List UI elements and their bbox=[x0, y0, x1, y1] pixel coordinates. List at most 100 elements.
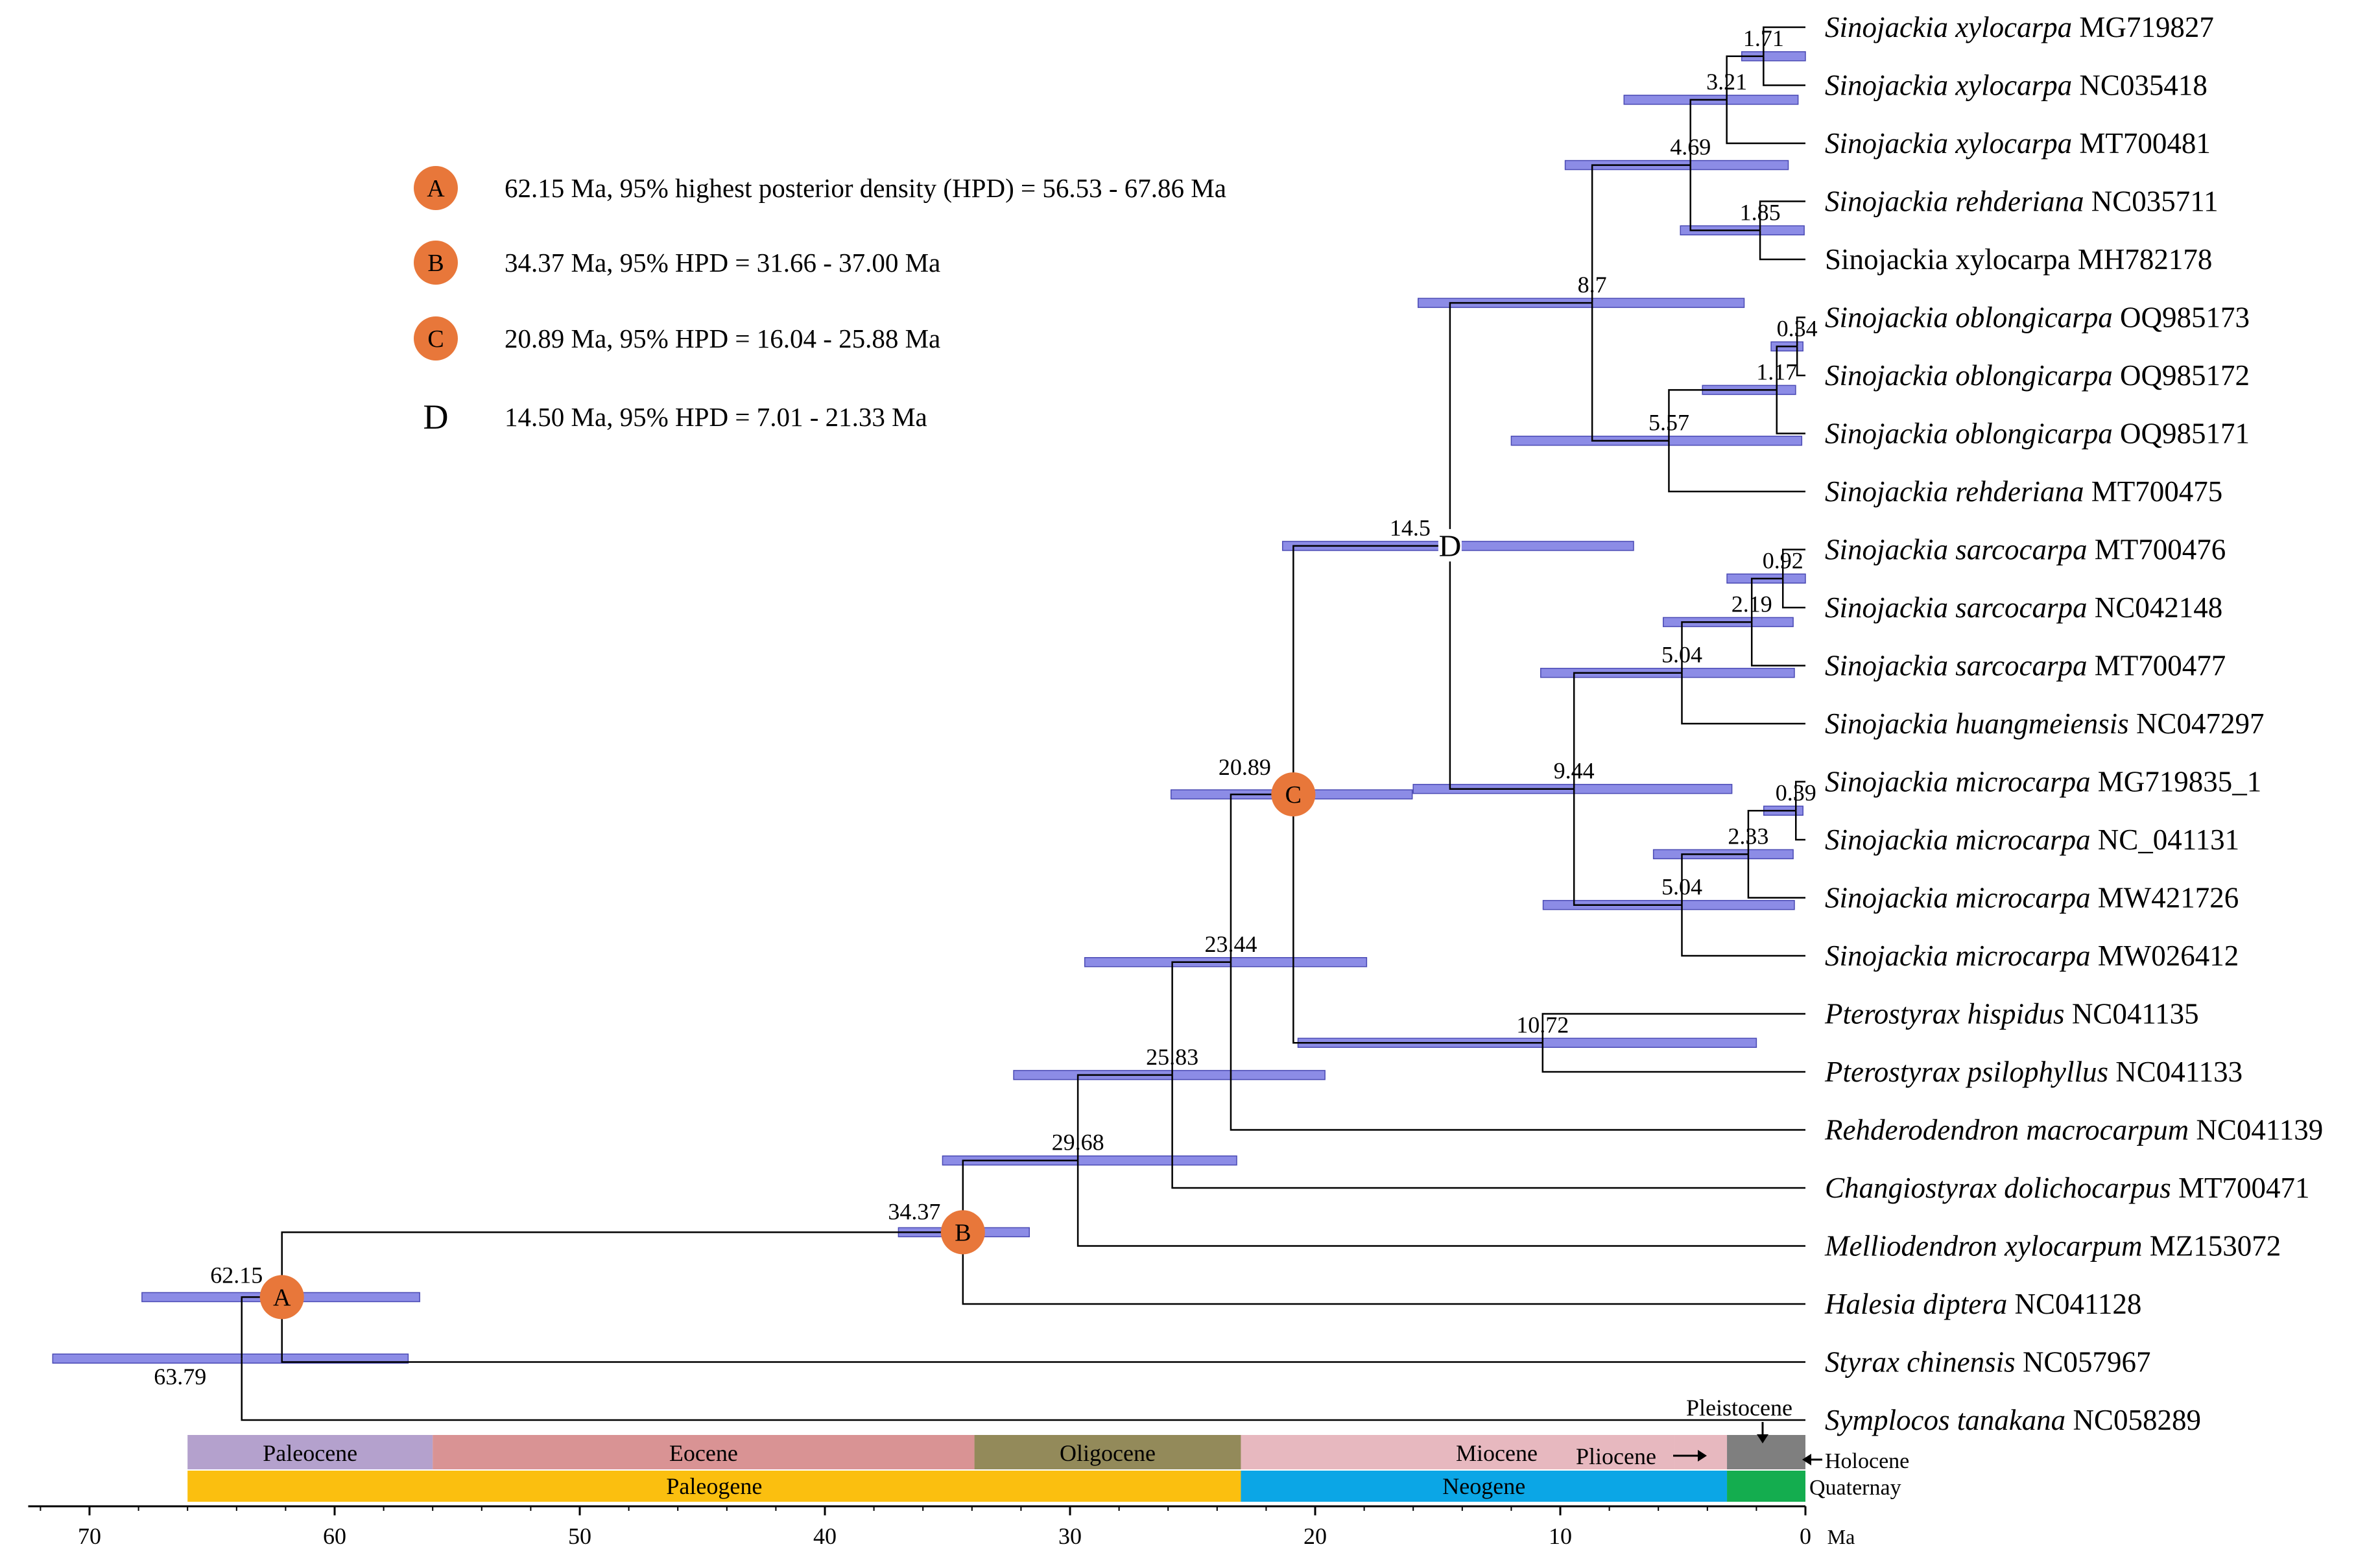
period-label: Paleogene bbox=[666, 1473, 762, 1499]
period-band bbox=[187, 1471, 1241, 1502]
tip-accession: NC058289 bbox=[2065, 1404, 2201, 1436]
tip-label: Sinojackia microcarpa MW026412 bbox=[1825, 940, 2239, 972]
node-age-label: 23.44 bbox=[1204, 931, 1257, 957]
tip-accession: MG719835_1 bbox=[2091, 766, 2262, 798]
branch-line bbox=[1763, 56, 1805, 86]
tip-label: Sinojackia oblongicarpa OQ985173 bbox=[1825, 302, 2250, 334]
tip-labels: Sinojackia xylocarpa MG719827Sinojackia … bbox=[1824, 11, 2323, 1436]
node-marker-d: D bbox=[1439, 529, 1462, 563]
tip-label: Pterostyrax psilophyllus NC041133 bbox=[1824, 1056, 2243, 1088]
branch-line bbox=[1541, 1043, 1805, 1073]
branch-line bbox=[281, 1297, 1805, 1363]
legend-marker-c bbox=[414, 316, 458, 361]
tip-accession: MW026412 bbox=[2091, 940, 2239, 972]
tip-label: Sinojackia xylocarpa MT700481 bbox=[1825, 127, 2211, 160]
tip-species: Sinojackia xylocarpa bbox=[1825, 69, 2072, 102]
tip-accession: NC057967 bbox=[2016, 1346, 2151, 1379]
legend-text: 20.89 Ma, 95% HPD = 16.04 - 25.88 Ma bbox=[505, 324, 940, 353]
node-age-label: 2.19 bbox=[1731, 591, 1772, 617]
axis-tick-label: 70 bbox=[78, 1523, 101, 1549]
holocene-label: Holocene bbox=[1825, 1449, 1909, 1473]
tip-label: Sinojackia xylocarpa MH782178 bbox=[1825, 243, 2212, 276]
tip-species: Styrax chinensis bbox=[1825, 1346, 2016, 1379]
tip-species: Sinojackia microcarpa bbox=[1825, 940, 2091, 972]
tip-accession: MT700481 bbox=[2072, 127, 2211, 160]
tip-species: Sinojackia xylocarpa bbox=[1825, 243, 2071, 276]
branch-line bbox=[1681, 905, 1805, 957]
hpd-bar bbox=[942, 1155, 1237, 1166]
node-marker-letter: A bbox=[273, 1284, 291, 1311]
epoch-band bbox=[974, 1435, 1241, 1469]
node-marker-c bbox=[1271, 772, 1316, 817]
branch-line bbox=[1795, 811, 1805, 841]
node-age-label: 14.5 bbox=[1390, 515, 1431, 541]
branch-line bbox=[1541, 1013, 1805, 1043]
legend-marker-a bbox=[414, 166, 458, 210]
branch-line bbox=[962, 1159, 1078, 1233]
axis-tick-label: 0 bbox=[1800, 1523, 1811, 1549]
axis-tick-label: 20 bbox=[1303, 1523, 1327, 1549]
quaternary-label: Quaternay bbox=[1809, 1476, 1901, 1500]
tip-species: Symplocos tanakana bbox=[1825, 1404, 2065, 1436]
axis-tick-label: 30 bbox=[1058, 1523, 1082, 1549]
tip-label: Sinojackia sarcocarpa MT700476 bbox=[1825, 534, 2226, 566]
branch-line bbox=[1591, 303, 1669, 442]
branch-line bbox=[1750, 578, 1783, 622]
axis-unit: Ma bbox=[1827, 1525, 1855, 1548]
branch-line bbox=[1689, 165, 1761, 231]
tip-label: Melliodendron xylocarpum MZ153072 bbox=[1824, 1230, 2281, 1262]
branch-line bbox=[281, 1231, 963, 1297]
tip-species: Sinojackia oblongicarpa bbox=[1825, 418, 2113, 450]
tip-accession: MT700475 bbox=[2084, 475, 2223, 508]
tip-species: Sinojackia microcarpa bbox=[1825, 823, 2091, 856]
node-age-label: 0.39 bbox=[1776, 779, 1816, 805]
branch-line bbox=[1747, 810, 1796, 855]
branch-line bbox=[1759, 230, 1805, 261]
node-marker-bg bbox=[1438, 528, 1462, 562]
tip-species: Changiostyrax dolichocarpus bbox=[1825, 1172, 2171, 1204]
tip-species: Pterostyrax hispidus bbox=[1824, 998, 2065, 1030]
tip-label: Sinojackia oblongicarpa OQ985172 bbox=[1825, 359, 2250, 392]
legend-marker-d: D bbox=[423, 397, 449, 436]
tip-accession: NC041135 bbox=[2065, 998, 2199, 1030]
axis-tick-label: 10 bbox=[1549, 1523, 1572, 1549]
branch-line bbox=[1726, 99, 1805, 145]
legend-text: 62.15 Ma, 95% highest posterior density … bbox=[505, 173, 1226, 203]
legend-marker-b bbox=[414, 241, 458, 285]
branch-line bbox=[962, 1232, 1805, 1305]
tip-label: Sinojackia xylocarpa NC035418 bbox=[1825, 69, 2207, 102]
epoch-label: Miocene bbox=[1456, 1440, 1538, 1466]
hpd-bar bbox=[52, 1353, 409, 1364]
tip-accession: MT700471 bbox=[2171, 1172, 2310, 1204]
node-age-label: 5.57 bbox=[1648, 410, 1689, 436]
epoch-label: Paleocene bbox=[263, 1440, 357, 1466]
tip-species: Rehderodendron macrocarpum bbox=[1824, 1114, 2189, 1146]
tip-species: Sinojackia oblongicarpa bbox=[1825, 359, 2113, 392]
tip-label: Sinojackia microcarpa MG719835_1 bbox=[1825, 766, 2261, 798]
node-age-label: 1.17 bbox=[1756, 359, 1797, 385]
node-age-label: 1.85 bbox=[1740, 199, 1781, 225]
tip-label: Sinojackia rehderiana NC035711 bbox=[1825, 185, 2219, 218]
tip-species: Sinojackia huangmeiensis bbox=[1825, 707, 2129, 740]
tip-species: Sinojackia microcarpa bbox=[1825, 766, 2091, 798]
node-age-label: 10.72 bbox=[1516, 1012, 1569, 1037]
tip-label: Sinojackia sarcocarpa NC042148 bbox=[1825, 591, 2222, 624]
pliocene-arrowhead bbox=[1698, 1450, 1707, 1462]
tip-accession: MW421726 bbox=[2091, 882, 2239, 914]
tip-accession: OQ985172 bbox=[2113, 359, 2250, 392]
axis-tick-label: 50 bbox=[568, 1523, 591, 1549]
branch-line bbox=[1077, 1074, 1172, 1161]
tip-species: Sinojackia xylocarpa bbox=[1825, 127, 2072, 160]
tip-accession: NC047297 bbox=[2129, 707, 2265, 740]
tip-label: Sinojackia oblongicarpa OQ985171 bbox=[1825, 418, 2250, 450]
tip-accession: NC042148 bbox=[2088, 591, 2223, 624]
node-marker-letter: B bbox=[955, 1219, 971, 1246]
tip-accession: NC_041131 bbox=[2091, 823, 2240, 856]
node-age-label: 0.92 bbox=[1763, 547, 1803, 573]
branch-line bbox=[1776, 390, 1805, 434]
node-age-label: 62.15 bbox=[210, 1262, 263, 1288]
